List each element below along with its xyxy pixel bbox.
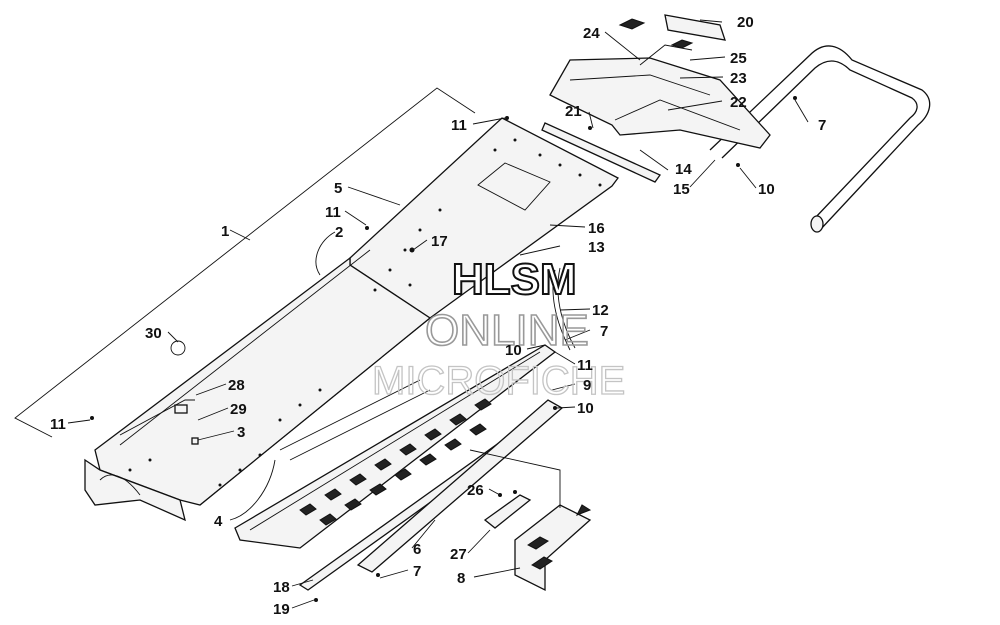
callout-7-low: 7	[413, 563, 421, 580]
part-1-bracket	[14, 87, 476, 438]
callout-16: 16	[588, 220, 605, 237]
callout-10-top: 10	[758, 181, 775, 198]
callout-11-right: 11	[577, 357, 593, 374]
callout-15: 15	[673, 181, 690, 198]
callout-29: 29	[230, 401, 247, 418]
callout-24: 24	[583, 25, 600, 42]
callout-2: 2	[335, 224, 343, 241]
callout-18: 18	[273, 579, 290, 596]
callout-14: 14	[675, 161, 692, 178]
callout-1: 1	[221, 223, 229, 240]
callout-20: 20	[737, 14, 754, 31]
rear-bumper	[709, 45, 931, 233]
callout-28: 28	[228, 377, 245, 394]
callout-labels: 20 24 25 23 22 21 7 14 15 10 11 5 11 16 …	[50, 14, 826, 618]
watermark-line-1: HLSM	[452, 255, 577, 304]
callout-6: 6	[413, 541, 421, 558]
rivets	[90, 96, 797, 602]
leader-lines	[67, 19, 809, 609]
callout-5: 5	[334, 180, 342, 197]
callout-13: 13	[588, 239, 605, 256]
callout-19: 19	[273, 601, 290, 618]
seat-assembly	[549, 14, 771, 149]
callout-8: 8	[457, 570, 465, 587]
callout-23: 23	[730, 70, 747, 87]
watermark-line-2: ONLINE	[425, 306, 589, 355]
callout-17: 17	[431, 233, 448, 250]
watermark: HLSM ONLINE MICROFICHE	[371, 254, 626, 404]
callout-3: 3	[237, 424, 245, 441]
callout-27: 27	[450, 546, 467, 563]
footrest-bracket	[483, 494, 592, 592]
callout-11-top: 11	[451, 117, 467, 134]
callout-11-left: 11	[50, 416, 66, 433]
running-board-cutouts	[299, 398, 492, 526]
callout-12: 12	[592, 302, 609, 319]
running-board-part-4	[234, 344, 557, 549]
rear-flap-strip	[541, 122, 661, 183]
callout-11-mid: 11	[325, 204, 341, 221]
hoses-cables	[119, 267, 576, 445]
tunnel-body	[84, 117, 619, 522]
callout-21: 21	[565, 103, 582, 120]
callout-9: 9	[583, 377, 591, 394]
callout-7-mid: 7	[600, 323, 608, 340]
watermark-line-3: MICROFICHE	[372, 359, 625, 403]
callout-26: 26	[467, 482, 484, 499]
callout-22: 22	[730, 94, 747, 111]
callout-25: 25	[730, 50, 747, 67]
callout-7-top: 7	[818, 117, 826, 134]
callout-4: 4	[214, 513, 223, 530]
callout-30: 30	[145, 325, 162, 342]
callout-10-low: 10	[577, 400, 594, 417]
callout-10-mid: 10	[505, 342, 522, 359]
